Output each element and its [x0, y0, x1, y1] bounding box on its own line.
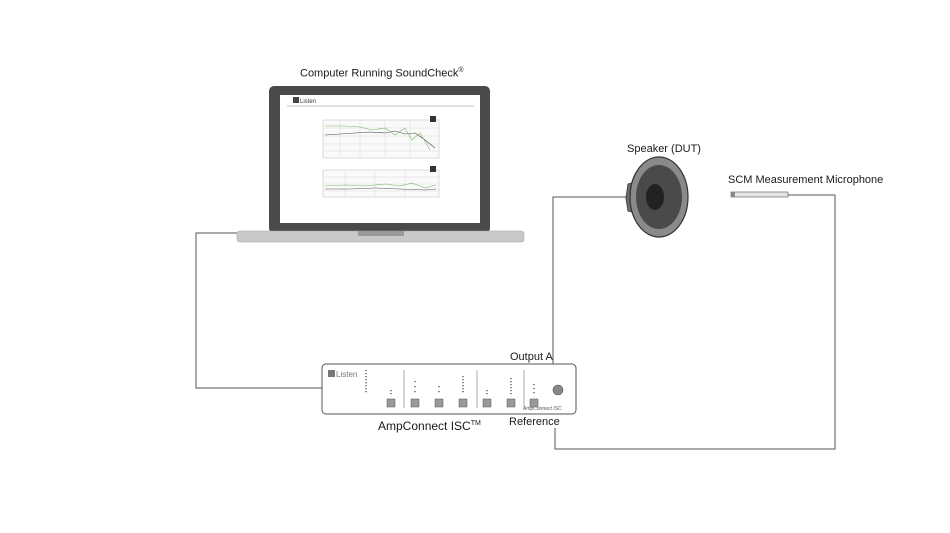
speaker-dust-cap: [646, 184, 664, 210]
device-button: [386, 398, 396, 408]
microphone-label: SCM Measurement Microphone: [728, 174, 884, 186]
output-to-speaker-wire: [552, 196, 628, 365]
device-buttons: [386, 398, 539, 408]
graph-top-frame: [322, 119, 440, 159]
computer-label: Computer Running SoundCheck®: [300, 67, 464, 80]
screen-brand: Listen: [300, 99, 316, 105]
laptop: Listen: [236, 86, 525, 243]
screen-graph-bottom: [322, 166, 440, 198]
graph-top-trace-1: [324, 130, 436, 149]
graph-bottom-trace: [324, 182, 437, 189]
device-led-meters: [365, 370, 535, 395]
graph-bottom-logo-icon: [430, 166, 436, 172]
reference-label: Reference: [509, 416, 560, 428]
microphone-tip: [731, 192, 735, 197]
device-brand: Listen: [336, 370, 357, 379]
speaker-label: Speaker (DUT): [627, 143, 701, 155]
listen-logo-icon: [293, 97, 299, 103]
graph-top-trace-2: [325, 125, 431, 151]
microphone-icon: [730, 191, 789, 198]
screen-app-header: Listen: [287, 97, 474, 107]
microphone-to-reference-wire: [554, 194, 836, 450]
laptop-screen: [280, 95, 480, 223]
device-button: [458, 398, 468, 408]
device-button: [482, 398, 492, 408]
device-button: [434, 398, 444, 408]
device-button: [529, 398, 539, 408]
device-power-knob: [552, 384, 564, 396]
wires: [195, 194, 836, 450]
device-button: [506, 398, 516, 408]
graph-bottom-frame: [322, 169, 440, 198]
ampconnect-device: Listen AmpConnect ISC: [321, 363, 577, 415]
computer-label-text: Computer Running SoundCheck: [300, 67, 459, 80]
graph-top-logo-icon: [430, 116, 436, 122]
laptop-trackpad-notch: [358, 231, 404, 236]
output-a-label: Output A: [510, 351, 553, 363]
device-logo-icon: [328, 370, 335, 377]
device-model: AmpConnect ISC: [522, 406, 562, 412]
microphone-body: [730, 191, 789, 198]
device-button: [410, 398, 420, 408]
screen-graph-top: [322, 116, 440, 159]
registered-mark: ®: [458, 67, 464, 74]
graph-bottom-trace-2: [325, 187, 437, 191]
speaker-icon: [625, 156, 689, 238]
ampconnect-label-text: AmpConnect ISC: [378, 419, 471, 433]
ampconnect-label: AmpConnect ISCTM: [378, 419, 481, 433]
laptop-to-device-wire: [195, 232, 322, 389]
device-dividers: [403, 370, 525, 408]
trademark-mark: TM: [470, 420, 481, 427]
